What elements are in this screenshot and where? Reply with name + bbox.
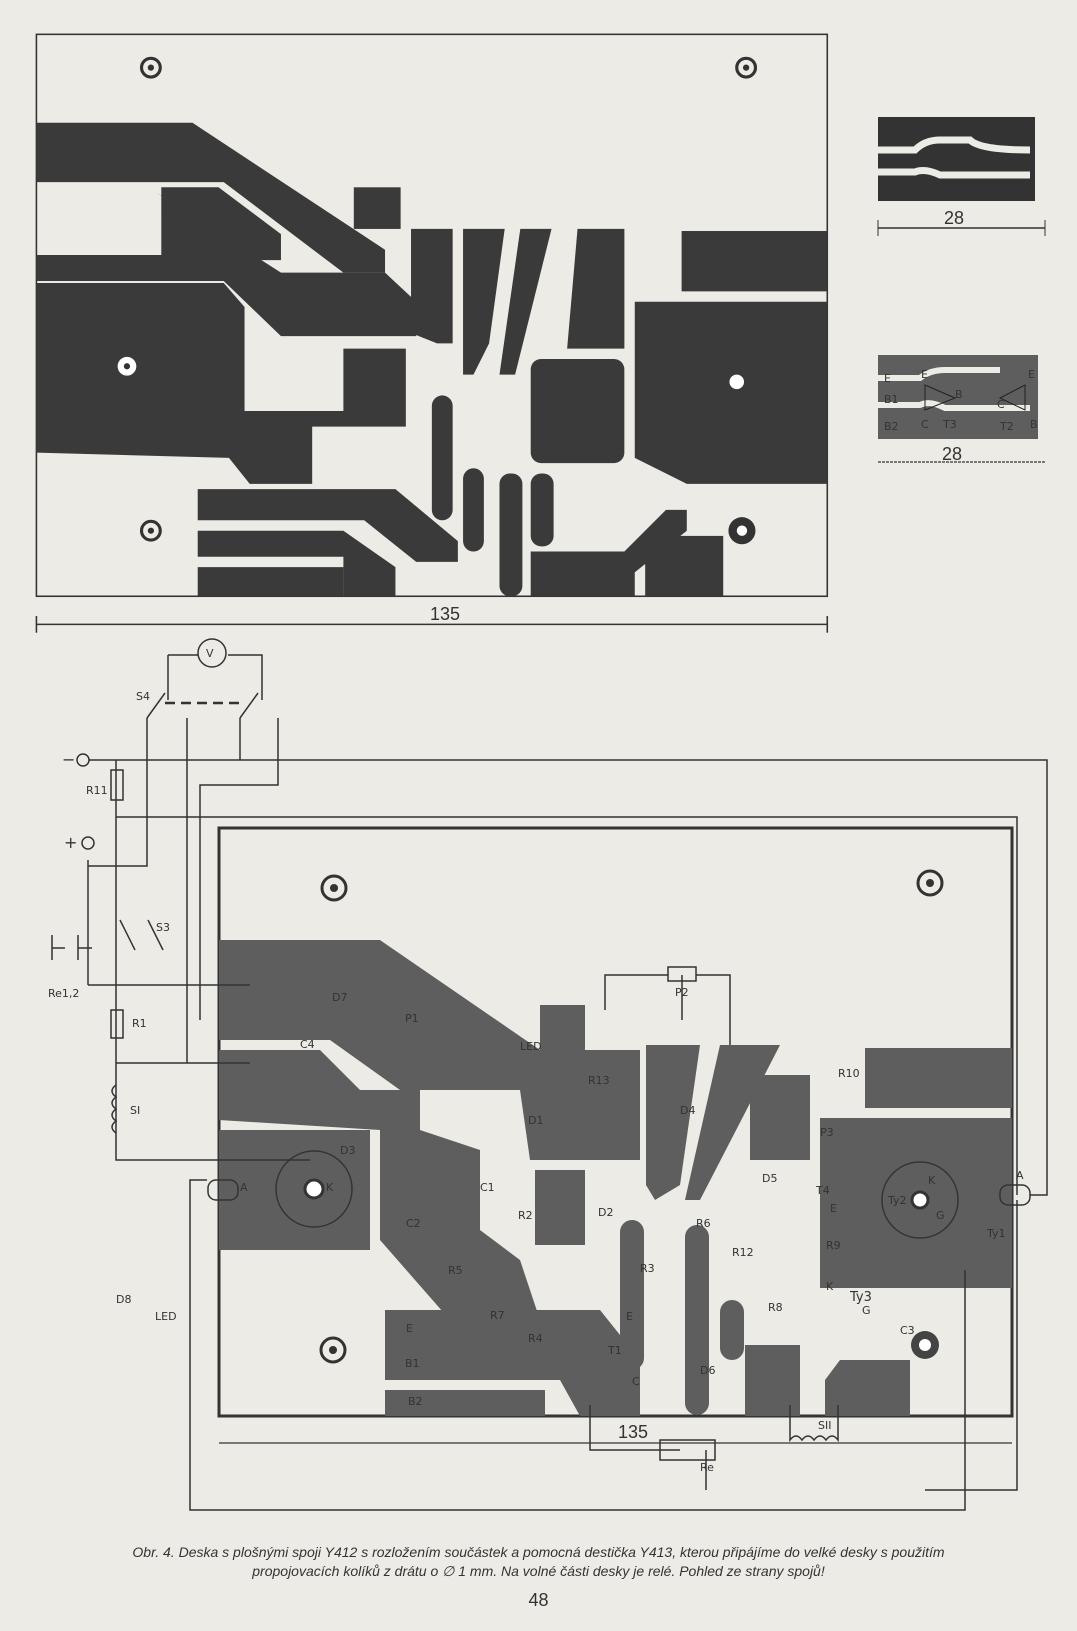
label: P1 — [405, 1012, 419, 1025]
main-pcb-copper — [35, 33, 829, 633]
label: D8 — [116, 1293, 131, 1306]
component-labels: V − + S4 R11 S3 Re1,2 R1 SI D7 C4 P1 LED… — [48, 647, 1024, 1474]
label: − — [62, 750, 75, 769]
label: K — [928, 1174, 936, 1187]
aux-board-dimension: 28 — [944, 208, 964, 228]
label: A — [1016, 1169, 1024, 1182]
label: R9 — [826, 1239, 841, 1252]
label: T4 — [815, 1184, 830, 1197]
label: C — [632, 1375, 640, 1388]
figure-caption-line2: propojovacích kolíků z drátu o ∅ 1 mm. N… — [252, 1563, 825, 1579]
label: R2 — [518, 1209, 533, 1222]
label: C — [921, 418, 929, 431]
label: D2 — [598, 1206, 613, 1219]
figure-caption-line1: Obr. 4. Deska s plošnými spoji Y412 s ro… — [132, 1544, 945, 1560]
aux-board-labels: E B1 B2 E B C T3 C T2 E B — [884, 368, 1038, 433]
page-number: 48 — [528, 1590, 549, 1610]
label: Re — [700, 1461, 714, 1474]
label: R6 — [696, 1217, 711, 1230]
label: R7 — [490, 1309, 505, 1322]
external-wiring — [51, 654, 1048, 1511]
label: R1 — [132, 1017, 147, 1030]
label: + — [64, 833, 77, 852]
voltmeter-icon — [197, 638, 227, 668]
label: LED — [520, 1040, 542, 1053]
label: SII — [818, 1419, 831, 1432]
label: E — [921, 368, 928, 381]
label: P2 — [675, 986, 689, 999]
label: T3 — [942, 418, 957, 431]
label: B2 — [884, 420, 899, 433]
minus-terminal — [76, 753, 90, 767]
label: T1 — [607, 1344, 622, 1357]
label: R10 — [838, 1067, 860, 1080]
label: B — [955, 388, 963, 401]
label: B — [1030, 418, 1038, 431]
label: E — [406, 1322, 413, 1335]
label: D4 — [680, 1104, 695, 1117]
label: C4 — [300, 1038, 315, 1051]
label: E — [626, 1310, 633, 1323]
label: E — [884, 372, 891, 385]
label: B1 — [884, 393, 899, 406]
label: P3 — [820, 1126, 834, 1139]
label: R12 — [732, 1246, 754, 1259]
label: B2 — [408, 1395, 423, 1408]
label: A — [240, 1181, 248, 1194]
label: C3 — [900, 1324, 915, 1337]
plus-terminal — [81, 836, 95, 850]
label: B1 — [405, 1357, 420, 1370]
label: R11 — [86, 784, 108, 797]
aux-board-layout — [878, 355, 1045, 463]
label: V — [206, 647, 214, 660]
label: Re1,2 — [48, 987, 79, 1000]
label: R13 — [588, 1074, 610, 1087]
label: K — [826, 1280, 834, 1293]
label: C1 — [480, 1181, 495, 1194]
label: D6 — [700, 1364, 715, 1377]
label: Ty3 — [849, 1290, 872, 1305]
label: T2 — [999, 420, 1014, 433]
label: LED — [155, 1310, 177, 1323]
label: Ty1 — [986, 1227, 1006, 1240]
label: SI — [130, 1104, 140, 1117]
label: D5 — [762, 1172, 777, 1185]
label: G — [936, 1209, 945, 1222]
label: Ty2 — [887, 1194, 907, 1207]
label: G — [862, 1304, 871, 1317]
label: D1 — [528, 1114, 543, 1127]
label: K — [326, 1181, 334, 1194]
label: S3 — [156, 921, 170, 934]
label: R5 — [448, 1264, 463, 1277]
label: R8 — [768, 1301, 783, 1314]
label: C — [997, 398, 1005, 411]
aux-board-copper — [877, 117, 1046, 236]
label: E — [830, 1202, 837, 1215]
label: D7 — [332, 991, 347, 1004]
layout-board-dimension: 135 — [618, 1422, 648, 1442]
aux-board-dimension-2: 28 — [942, 444, 962, 464]
label: R3 — [640, 1262, 655, 1275]
label: S4 — [136, 690, 150, 703]
main-board-dimension: 135 — [430, 604, 460, 624]
label: C2 — [406, 1217, 421, 1230]
label: D3 — [340, 1144, 355, 1157]
label: R4 — [528, 1332, 543, 1345]
label: E — [1028, 368, 1035, 381]
